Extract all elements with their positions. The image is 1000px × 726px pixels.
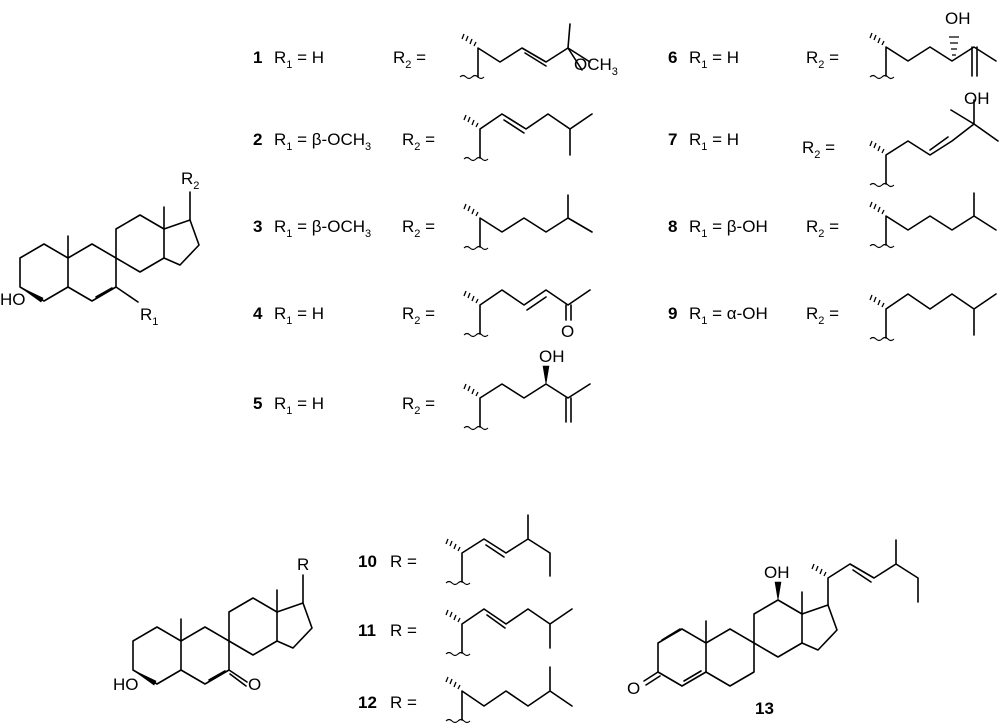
svg-text:R2 =: R2 = — [402, 217, 435, 240]
svg-text:2: 2 — [253, 130, 262, 149]
svg-text:5: 5 — [253, 394, 262, 413]
svg-text:R2 =: R2 = — [402, 394, 435, 417]
svg-text:R2 =: R2 = — [806, 304, 839, 327]
scaffold-a-r2: R2 — [181, 169, 199, 192]
compound-10-num: 10 — [358, 552, 377, 571]
side-chain-7: OH — [869, 89, 999, 188]
svg-text:8: 8 — [668, 217, 677, 236]
scaffold-a-r1: R1 — [140, 305, 158, 328]
compound-6-label: 6 R1 = H R2 = — [668, 48, 839, 71]
steroid-scaffold-a — [19, 191, 200, 303]
ch-5-oh: OH — [539, 347, 565, 366]
svg-text:3: 3 — [253, 217, 262, 236]
compound-13-oxo: O — [627, 679, 640, 698]
svg-text:7: 7 — [668, 130, 677, 149]
svg-text:R2 =: R2 = — [806, 217, 839, 240]
svg-text:9: 9 — [668, 304, 677, 323]
svg-text:R1 = H: R1 = H — [274, 304, 324, 327]
svg-text:R2 =: R2 = — [806, 48, 839, 71]
compound-13-num: 13 — [755, 699, 774, 718]
svg-text:R1 = α-OH: R1 = α-OH — [689, 304, 768, 327]
svg-text:R1 = β-OCH3: R1 = β-OCH3 — [274, 217, 371, 240]
compound-11-r: R = — [390, 621, 417, 640]
compound-10-r: R = — [390, 552, 417, 571]
side-chain-4: O — [463, 289, 591, 341]
scaffold-b-r: R — [297, 555, 309, 574]
scaffold-a-ho: HO — [0, 290, 26, 309]
svg-text:R1 = H: R1 = H — [689, 48, 739, 71]
compound-12-num: 12 — [358, 693, 377, 712]
side-chain-2 — [463, 113, 593, 162]
compound-2-label: 2 R1 = β-OCH3 R2 = — [253, 130, 435, 153]
compound-8-label: 8 R1 = β-OH R2 = — [668, 217, 839, 240]
ch-4-oxo: O — [561, 322, 574, 341]
side-chain-3 — [463, 194, 593, 251]
svg-text:4: 4 — [253, 304, 263, 323]
svg-text:R1 = β-OH: R1 = β-OH — [689, 217, 768, 240]
svg-text:R2 =: R2 = — [402, 304, 435, 327]
side-chain-6: OH — [869, 9, 997, 80]
ch-7-oh: OH — [964, 89, 990, 108]
side-chain-5: OH — [463, 347, 591, 431]
scaffold-b-oxo: O — [248, 675, 261, 694]
compound-7-label: 7 R1 = H R2 = — [668, 130, 835, 161]
svg-text:R1 = H: R1 = H — [274, 48, 324, 71]
compound-12-r: R = — [390, 693, 417, 712]
ch-1-och3: OCH3 — [574, 55, 618, 78]
compound-13-oh: OH — [764, 563, 790, 582]
svg-text:R2 =: R2 = — [393, 48, 426, 71]
compound-9-label: 9 R1 = α-OH R2 = — [668, 304, 839, 327]
side-chain-10 — [445, 514, 551, 586]
side-chain-12 — [445, 666, 573, 724]
compound-3-label: 3 R1 = β-OCH3 R2 = — [253, 217, 435, 240]
svg-text:1: 1 — [253, 48, 262, 67]
compound-4-label: 4 R1 = H R2 = — [253, 304, 435, 327]
svg-text:6: 6 — [668, 48, 677, 67]
side-chain-1: OCH3 — [459, 23, 618, 80]
ch-6-oh: OH — [945, 9, 971, 28]
side-chain-9 — [869, 293, 997, 342]
svg-text:R2 =: R2 = — [802, 138, 835, 161]
svg-text:R1 = β-OCH3: R1 = β-OCH3 — [274, 130, 371, 153]
compound-5-label: 5 R1 = H R2 = — [253, 394, 435, 417]
side-chain-8 — [869, 192, 997, 249]
svg-text:R1 = H: R1 = H — [689, 130, 739, 153]
scaffold-b-ho: HO — [113, 675, 139, 694]
steroid-scaffold-b — [132, 574, 313, 687]
compound-1-label: 1 R1 = H R2 = — [253, 48, 426, 71]
compound-13-structure — [643, 539, 919, 687]
side-chain-11 — [445, 608, 573, 657]
compound-11-num: 11 — [358, 621, 376, 640]
svg-text:R1 = H: R1 = H — [274, 394, 324, 417]
svg-text:R2 =: R2 = — [402, 130, 435, 153]
